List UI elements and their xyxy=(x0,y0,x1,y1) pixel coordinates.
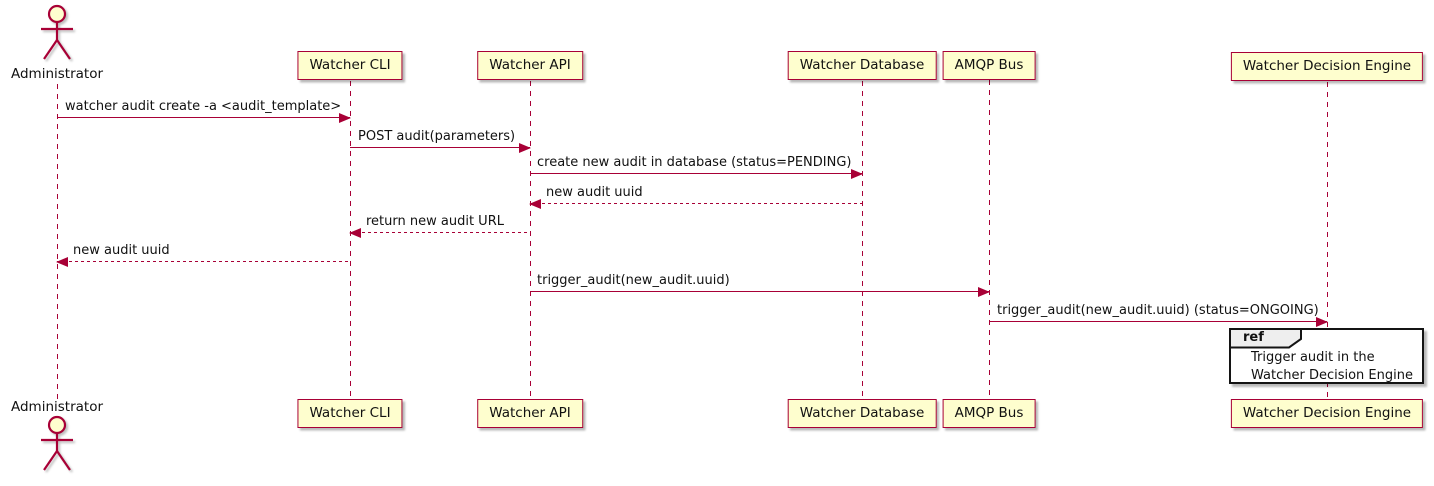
message-label: watcher audit create -a <audit_template> xyxy=(65,99,342,114)
arrowhead-left-icon xyxy=(56,256,68,267)
participant-box-watcher-decision-engine-top: Watcher Decision Engine xyxy=(1230,52,1424,81)
arrowhead-right-icon xyxy=(978,286,990,297)
lifeline-watcher-database xyxy=(861,81,863,399)
message-label: new audit uuid xyxy=(546,185,643,200)
message-line xyxy=(530,202,862,204)
lifeline-watcher-decision-engine xyxy=(1326,82,1328,399)
participant-label: Watcher Decision Engine xyxy=(1242,58,1412,74)
message-line xyxy=(57,116,350,118)
message-label: trigger_audit(new_audit.uuid) xyxy=(537,273,730,288)
message-line xyxy=(530,172,862,174)
message-1-audit-create: watcher audit create -a <audit_template> xyxy=(57,98,351,123)
lifeline-watcher-cli xyxy=(349,81,351,399)
participant-label: Watcher API xyxy=(489,57,571,73)
ref-keyword: ref xyxy=(1243,330,1264,345)
ref-text-line: Watcher Decision Engine xyxy=(1251,367,1413,383)
message-8-trigger-audit-ongoing: trigger_audit(new_audit.uuid) (status=ON… xyxy=(989,302,1328,327)
arrowhead-left-icon xyxy=(349,227,361,238)
message-6-new-audit-uuid: new audit uuid xyxy=(56,242,350,267)
ref-fragment: ref Trigger audit in the Watcher Decisio… xyxy=(1229,328,1424,384)
lifeline-watcher-api xyxy=(529,81,531,399)
administrator-actor-icon xyxy=(41,4,73,60)
arrowhead-right-icon xyxy=(851,168,863,179)
participant-box-watcher-decision-engine-bottom: Watcher Decision Engine xyxy=(1230,399,1424,428)
message-line xyxy=(57,260,350,262)
participant-box-watcher-database-bottom: Watcher Database xyxy=(787,399,937,428)
ref-text: Trigger audit in the Watcher Decision En… xyxy=(1251,349,1413,384)
message-line xyxy=(530,290,989,292)
participant-label: Watcher Database xyxy=(799,57,925,73)
participant-box-watcher-api-bottom: Watcher API xyxy=(477,399,583,428)
participant-box-amqp-bus-bottom: AMQP Bus xyxy=(942,399,1036,428)
message-7-trigger-audit: trigger_audit(new_audit.uuid) xyxy=(530,272,990,297)
administrator-label-top: Administrator xyxy=(10,66,104,82)
participant-label: Watcher CLI xyxy=(309,57,391,73)
participant-label: Watcher CLI xyxy=(309,405,391,421)
message-2-post-audit: POST audit(parameters) xyxy=(350,128,531,153)
arrowhead-right-icon xyxy=(339,112,351,123)
administrator-actor-icon-bottom xyxy=(41,415,73,471)
ref-tab xyxy=(1229,328,1302,349)
participant-box-watcher-api-top: Watcher API xyxy=(477,51,583,80)
message-label: return new audit URL xyxy=(366,214,504,229)
participant-label: AMQP Bus xyxy=(954,57,1024,73)
arrowhead-right-icon xyxy=(519,142,531,153)
message-4-new-audit-uuid: new audit uuid xyxy=(529,184,862,209)
participant-label: AMQP Bus xyxy=(954,405,1024,421)
message-label: create new audit in database (status=PEN… xyxy=(537,155,852,170)
participant-box-watcher-cli-bottom: Watcher CLI xyxy=(297,399,403,428)
participant-box-watcher-database-top: Watcher Database xyxy=(787,51,937,80)
lifeline-amqp-bus xyxy=(988,80,990,399)
message-3-create-audit-db: create new audit in database (status=PEN… xyxy=(530,154,863,179)
administrator-label-bottom: Administrator xyxy=(10,399,104,415)
message-line xyxy=(989,320,1327,322)
participant-label: Watcher Database xyxy=(799,405,925,421)
message-line xyxy=(350,146,530,148)
arrowhead-right-icon xyxy=(1316,316,1328,327)
message-5-return-audit-url: return new audit URL xyxy=(349,213,530,238)
ref-text-line: Trigger audit in the xyxy=(1251,350,1375,365)
lifeline-administrator xyxy=(56,84,58,399)
message-label: POST audit(parameters) xyxy=(358,129,516,144)
arrowhead-left-icon xyxy=(529,198,541,209)
message-label: new audit uuid xyxy=(73,243,170,258)
participant-label: Watcher Decision Engine xyxy=(1242,405,1412,421)
message-label: trigger_audit(new_audit.uuid) (status=ON… xyxy=(997,303,1319,318)
message-line xyxy=(350,231,530,233)
participant-box-amqp-bus-top: AMQP Bus xyxy=(942,51,1036,80)
participant-box-watcher-cli-top: Watcher CLI xyxy=(297,51,403,80)
participant-label: Watcher API xyxy=(489,405,571,421)
